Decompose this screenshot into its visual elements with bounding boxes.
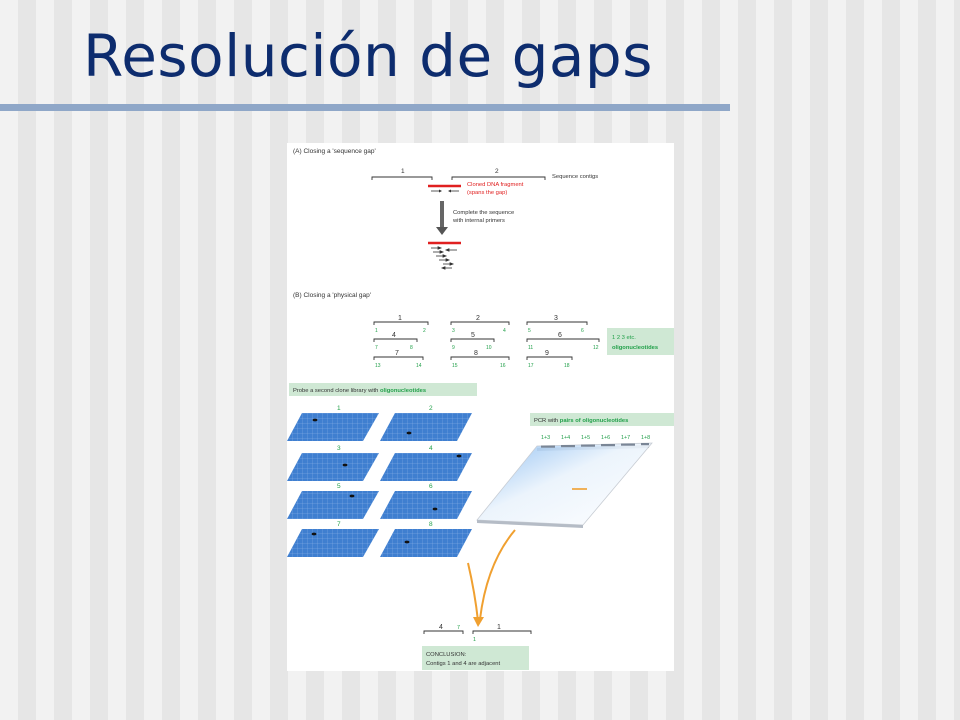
part-b-heading: (B) Closing a 'physical gap' bbox=[293, 292, 371, 299]
conclusion-box: CONCLUSION: Contigs 1 and 4 are adjacent bbox=[422, 646, 529, 670]
filter-grid bbox=[287, 491, 379, 519]
filter-grid bbox=[380, 491, 472, 519]
contig-number: 7 bbox=[395, 350, 399, 357]
filter-label: 6 bbox=[429, 483, 433, 490]
fragment-label-1: Cloned DNA fragment bbox=[467, 182, 524, 188]
completion-step-arrow: Complete the sequence with internal prim… bbox=[436, 201, 514, 235]
pcr-label: PCR with bbox=[534, 418, 560, 424]
pcr-step-box: PCR with pairs of oligonucleotides bbox=[530, 413, 674, 426]
conclusion-text: Contigs 1 and 4 are adjacent bbox=[426, 661, 501, 667]
fragment-label-2: (spans the gap) bbox=[467, 190, 507, 196]
probe-label: Probe a second clone library with bbox=[293, 388, 380, 394]
oligo-number: 14 bbox=[416, 363, 422, 369]
filter-grid bbox=[287, 529, 379, 557]
part-a-heading: (A) Closing a 'sequence gap' bbox=[293, 148, 376, 155]
oligo-number: 18 bbox=[564, 363, 570, 369]
filter-label: 2 bbox=[429, 405, 433, 412]
filter-label: 4 bbox=[429, 445, 433, 452]
result-contig-1: 1 bbox=[497, 624, 501, 631]
contig-number: 4 bbox=[392, 332, 396, 339]
oligo-number: 17 bbox=[528, 363, 534, 369]
contig-number: 3 bbox=[554, 315, 558, 322]
oligo-number: 11 bbox=[528, 345, 533, 351]
oligo-number: 1 bbox=[375, 328, 378, 334]
result-map: 4 7 1 1 bbox=[423, 624, 532, 643]
step-label-1: Complete the sequence bbox=[453, 210, 514, 216]
contig-number: 9 bbox=[545, 350, 549, 357]
oligo-number: 8 bbox=[410, 345, 413, 351]
filter-grid bbox=[287, 413, 379, 441]
filter-grid bbox=[380, 453, 472, 481]
filter-grid bbox=[287, 453, 379, 481]
filter-label: 5 bbox=[337, 483, 341, 490]
contig-number: 1 bbox=[398, 315, 402, 322]
probe-step-box: Probe a second clone library with oligon… bbox=[289, 383, 477, 396]
gap-closure-figure: (A) Closing a 'sequence gap' 1 2 Sequenc… bbox=[287, 143, 674, 671]
oligo-number: 13 bbox=[375, 363, 381, 369]
oligo-number: 15 bbox=[452, 363, 458, 369]
diagram-svg: (A) Closing a 'sequence gap' 1 2 Sequenc… bbox=[287, 148, 674, 670]
sequence-contigs-label: Sequence contigs bbox=[552, 174, 598, 180]
svg-text:PCR with pairs of oligonucleot: PCR with pairs of oligonucleotides bbox=[534, 418, 628, 424]
filter-label: 1 bbox=[337, 405, 341, 412]
filter-label: 3 bbox=[337, 445, 341, 452]
contig-number: 8 bbox=[474, 350, 478, 357]
pcr-lane-labels: 1+3 1+4 1+5 1+6 1+7 1+8 bbox=[541, 435, 650, 441]
oligo-number: 9 bbox=[452, 345, 455, 351]
clone-library-filters: 1 2 3 4 5 bbox=[287, 405, 472, 557]
contig-number: 2 bbox=[476, 315, 480, 322]
pcr-gel bbox=[476, 442, 653, 528]
slide-title: Resolución de gaps bbox=[83, 22, 653, 90]
contig-number: 5 bbox=[471, 332, 475, 339]
oligo-number: 4 bbox=[503, 328, 506, 334]
conclusion-heading: CONCLUSION: bbox=[426, 652, 467, 658]
filter-grid bbox=[380, 529, 472, 557]
pcr-lane-label: 1+3 bbox=[541, 435, 550, 441]
contig-map: 1 4 7 1 2 7 8 13 14 2 5 8 3 4 9 10 15 16… bbox=[373, 315, 600, 369]
pcr-label-pairs: pairs of oligonucleotides bbox=[560, 418, 629, 424]
oligonucleotide-legend: 1 2 3 etc. oligonucleotides bbox=[607, 328, 674, 355]
pcr-lane-label: 1+7 bbox=[621, 435, 630, 441]
pcr-lane-label: 1+4 bbox=[561, 435, 570, 441]
oligo-number: 6 bbox=[581, 328, 584, 334]
contig-2-label: 2 bbox=[495, 168, 499, 175]
oligo-number: 2 bbox=[423, 328, 426, 334]
result-oligo-7: 7 bbox=[457, 625, 460, 631]
sequence-contigs: 1 2 Sequence contigs bbox=[371, 168, 598, 180]
internal-primers bbox=[428, 241, 461, 270]
svg-text:Probe a second clone library w: Probe a second clone library with oligon… bbox=[293, 388, 426, 394]
title-underline bbox=[0, 104, 730, 111]
filter-grid bbox=[380, 413, 472, 441]
oligo-number: 10 bbox=[486, 345, 492, 351]
filter-label: 7 bbox=[337, 521, 341, 528]
oligo-number: 5 bbox=[528, 328, 531, 334]
legend-line-2: oligonucleotides bbox=[612, 345, 658, 351]
step-label-2: with internal primers bbox=[452, 218, 505, 224]
oligo-number: 16 bbox=[500, 363, 506, 369]
result-oligo-1: 1 bbox=[473, 637, 476, 643]
contig-1-label: 1 bbox=[401, 168, 405, 175]
oligo-number: 3 bbox=[452, 328, 455, 334]
pcr-lane-label: 1+5 bbox=[581, 435, 590, 441]
filter-label: 8 bbox=[429, 521, 433, 528]
probe-label-oligos: oligonucleotides bbox=[380, 388, 426, 394]
result-contig-4: 4 bbox=[439, 624, 443, 631]
pcr-lane-label: 1+8 bbox=[641, 435, 650, 441]
legend-line-1: 1 2 3 etc. bbox=[612, 335, 636, 341]
cloned-fragment: Cloned DNA fragment (spans the gap) bbox=[428, 182, 524, 196]
contig-number: 6 bbox=[558, 332, 562, 339]
pcr-lane-label: 1+6 bbox=[601, 435, 610, 441]
oligo-number: 7 bbox=[375, 345, 378, 351]
converging-arrows bbox=[467, 529, 516, 627]
oligo-number: 12 bbox=[593, 345, 599, 351]
